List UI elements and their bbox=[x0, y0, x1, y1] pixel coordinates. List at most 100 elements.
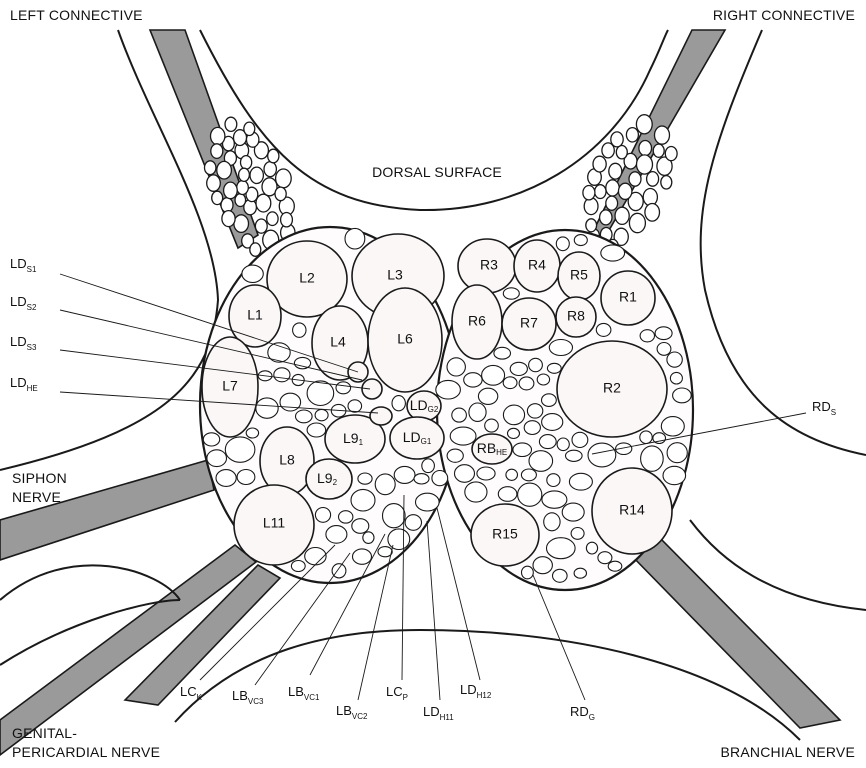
connective-neuron bbox=[647, 172, 659, 187]
small-neuron bbox=[503, 377, 517, 389]
cell-label-L1: L1 bbox=[247, 307, 263, 323]
small-neuron bbox=[477, 467, 495, 480]
callout-LDHE: LDHE bbox=[10, 375, 38, 393]
small-neuron bbox=[469, 403, 486, 421]
small-neuron bbox=[498, 487, 517, 502]
small-neuron bbox=[478, 388, 497, 404]
genital-sheath-inner bbox=[0, 565, 180, 600]
small-neuron bbox=[485, 419, 499, 432]
connective-neuron bbox=[217, 161, 232, 179]
small-neuron bbox=[305, 548, 326, 565]
small-neuron bbox=[596, 323, 611, 336]
connective-neuron bbox=[645, 204, 660, 222]
connective-neuron bbox=[239, 168, 250, 181]
connective-neuron bbox=[593, 156, 606, 172]
small-neuron bbox=[556, 237, 569, 251]
small-neuron bbox=[569, 473, 592, 490]
callout-LCK: LCK bbox=[180, 684, 203, 702]
connective-neuron bbox=[241, 156, 252, 170]
small-neuron bbox=[557, 438, 569, 451]
connective-neuron bbox=[609, 163, 622, 179]
small-neuron bbox=[216, 470, 236, 487]
right-connective-label: RIGHT CONNECTIVE bbox=[713, 7, 855, 23]
small-neuron bbox=[378, 547, 392, 557]
small-neuron bbox=[351, 489, 375, 511]
connective-neuron bbox=[584, 198, 598, 215]
callout-LBVC2: LBVC2 bbox=[336, 703, 368, 721]
connective-neuron bbox=[276, 169, 292, 188]
small-neuron bbox=[348, 400, 362, 412]
small-neuron bbox=[667, 352, 682, 367]
cell-label-L6: L6 bbox=[397, 331, 413, 347]
cell-label-R6: R6 bbox=[468, 313, 486, 329]
small-neuron bbox=[562, 503, 584, 521]
small-neuron bbox=[586, 542, 597, 554]
branchial-nerve-trunk bbox=[628, 540, 840, 728]
connective-neuron bbox=[606, 196, 618, 210]
genital-pericardial-label-line2: PERICARDIAL NERVE bbox=[12, 744, 160, 760]
small-neuron bbox=[640, 330, 654, 342]
small-neuron bbox=[503, 288, 519, 299]
connective-neuron bbox=[205, 161, 216, 175]
connective-neuron bbox=[275, 187, 286, 201]
small-neuron bbox=[655, 327, 672, 340]
small-neuron bbox=[503, 405, 524, 425]
small-neuron bbox=[280, 393, 301, 411]
small-neuron bbox=[574, 235, 587, 246]
small-neuron bbox=[521, 469, 536, 481]
small-neuron bbox=[529, 451, 553, 472]
small-neuron bbox=[539, 435, 556, 449]
left-connective-label: LEFT CONNECTIVE bbox=[10, 7, 143, 23]
small-neuron bbox=[388, 529, 410, 550]
small-neuron bbox=[315, 409, 328, 420]
small-neuron bbox=[640, 431, 652, 444]
connective-neuron bbox=[583, 186, 595, 200]
left-connective-cell-cluster bbox=[205, 117, 295, 256]
small-neuron bbox=[296, 410, 313, 423]
small-neuron bbox=[542, 414, 563, 431]
small-neuron bbox=[673, 388, 692, 403]
callout-RDS: RDS bbox=[812, 399, 836, 417]
small-neuron bbox=[274, 368, 290, 382]
small-neuron bbox=[414, 474, 429, 484]
small-neuron bbox=[353, 549, 372, 564]
small-neuron bbox=[293, 323, 306, 337]
small-neuron bbox=[494, 347, 511, 359]
cell-label-R2: R2 bbox=[603, 380, 621, 396]
callout-LBVC3: LBVC3 bbox=[232, 688, 264, 706]
small-neuron bbox=[527, 404, 542, 418]
small-neuron bbox=[225, 437, 255, 462]
neuron-LDS3 bbox=[362, 379, 382, 399]
small-neuron bbox=[326, 526, 347, 544]
connective-neuron bbox=[212, 191, 223, 204]
small-neuron bbox=[513, 443, 532, 457]
small-neuron bbox=[291, 561, 305, 572]
small-neuron bbox=[572, 432, 588, 447]
small-neuron bbox=[345, 228, 365, 249]
connective-neuron bbox=[615, 207, 629, 224]
small-neuron bbox=[519, 377, 534, 390]
callout-LDS1: LDS1 bbox=[10, 256, 37, 274]
connective-neuron bbox=[639, 141, 652, 156]
connective-neuron bbox=[224, 182, 238, 199]
neuron-LDHE bbox=[370, 407, 392, 425]
small-neuron bbox=[332, 564, 346, 578]
small-neuron bbox=[242, 265, 263, 282]
small-neuron bbox=[542, 491, 567, 508]
small-neuron bbox=[482, 365, 505, 385]
small-neuron bbox=[375, 474, 395, 495]
small-neuron bbox=[510, 362, 527, 375]
small-neuron bbox=[518, 483, 542, 506]
genital-pericardial-label-line1: GENITAL- bbox=[12, 725, 77, 741]
small-neuron bbox=[392, 396, 405, 411]
cell-label-L4: L4 bbox=[330, 334, 346, 350]
connective-neuron bbox=[264, 162, 276, 177]
small-neuron bbox=[670, 372, 682, 384]
connective-neuron bbox=[250, 167, 263, 183]
connective-neuron bbox=[211, 144, 223, 159]
small-neuron bbox=[657, 343, 671, 356]
connective-neuron bbox=[619, 183, 632, 199]
small-neuron bbox=[246, 428, 258, 438]
small-neuron bbox=[574, 568, 586, 578]
